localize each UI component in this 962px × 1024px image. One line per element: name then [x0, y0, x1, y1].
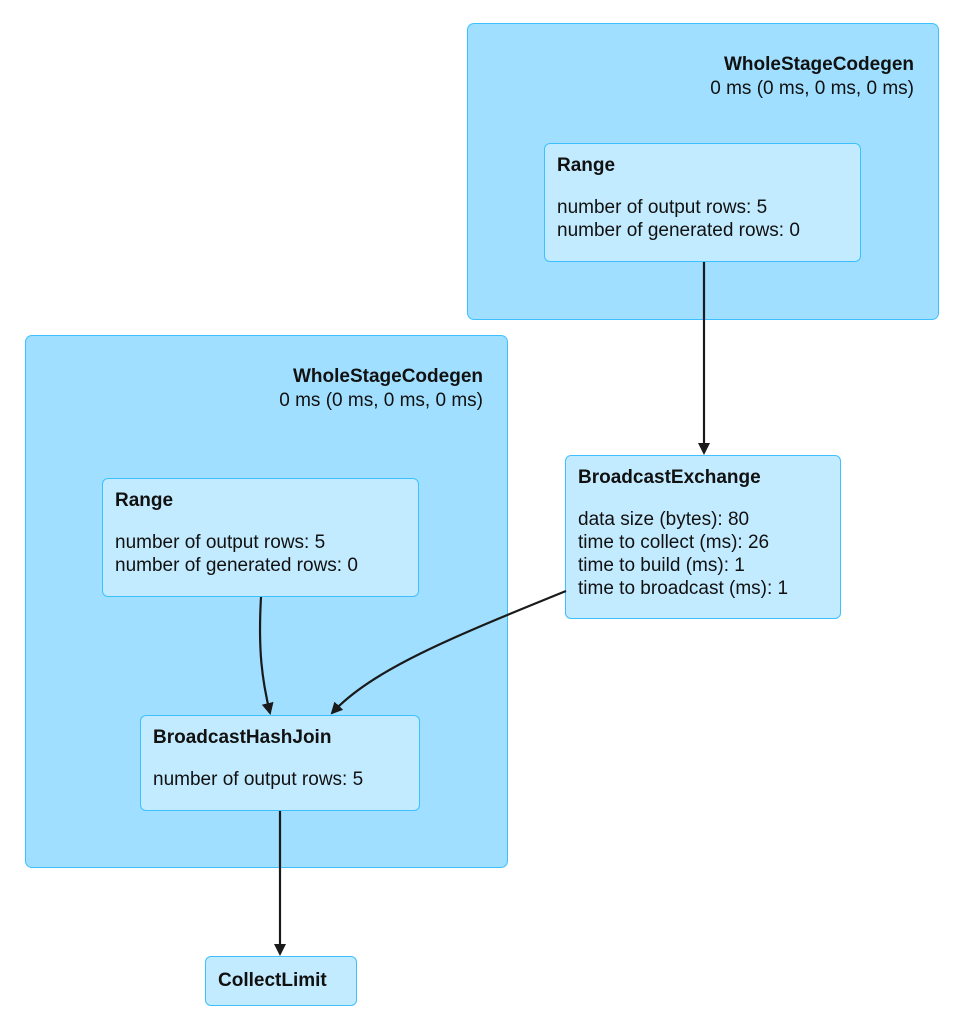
node-collect-limit[interactable]: CollectLimit	[205, 956, 357, 1006]
node-metric: number of output rows: 5	[153, 769, 364, 790]
node-metric: time to broadcast (ms): 1	[578, 578, 789, 599]
node-range-left[interactable]: Range number of output rows: 5 number of…	[102, 478, 419, 597]
cluster-duration: 0 ms (0 ms, 0 ms, 0 ms)	[710, 78, 914, 99]
node-broadcast-exchange[interactable]: BroadcastExchange data size (bytes): 80 …	[565, 455, 841, 619]
node-metric: number of output rows: 5	[557, 197, 768, 218]
node-title: Range	[115, 490, 174, 511]
node-metric: time to build (ms): 1	[578, 555, 745, 576]
node-title: BroadcastExchange	[578, 467, 761, 488]
node-metric: number of generated rows: 0	[557, 220, 800, 241]
cluster-header: WholeStageCodegen 0 ms (0 ms, 0 ms, 0 ms…	[710, 53, 914, 101]
node-range-top[interactable]: Range number of output rows: 5 number of…	[544, 143, 861, 262]
cluster-header: WholeStageCodegen 0 ms (0 ms, 0 ms, 0 ms…	[279, 365, 483, 413]
node-title: BroadcastHashJoin	[153, 727, 332, 748]
node-title: CollectLimit	[218, 970, 327, 991]
node-title: Range	[557, 155, 616, 176]
node-metric: time to collect (ms): 26	[578, 532, 770, 553]
node-broadcast-hash-join[interactable]: BroadcastHashJoin number of output rows:…	[140, 715, 420, 811]
node-metric: data size (bytes): 80	[578, 509, 750, 530]
cluster-title: WholeStageCodegen	[723, 54, 914, 75]
cluster-title: WholeStageCodegen	[292, 366, 483, 387]
node-metric: number of output rows: 5	[115, 532, 326, 553]
cluster-duration: 0 ms (0 ms, 0 ms, 0 ms)	[279, 390, 483, 411]
node-metric: number of generated rows: 0	[115, 555, 358, 576]
